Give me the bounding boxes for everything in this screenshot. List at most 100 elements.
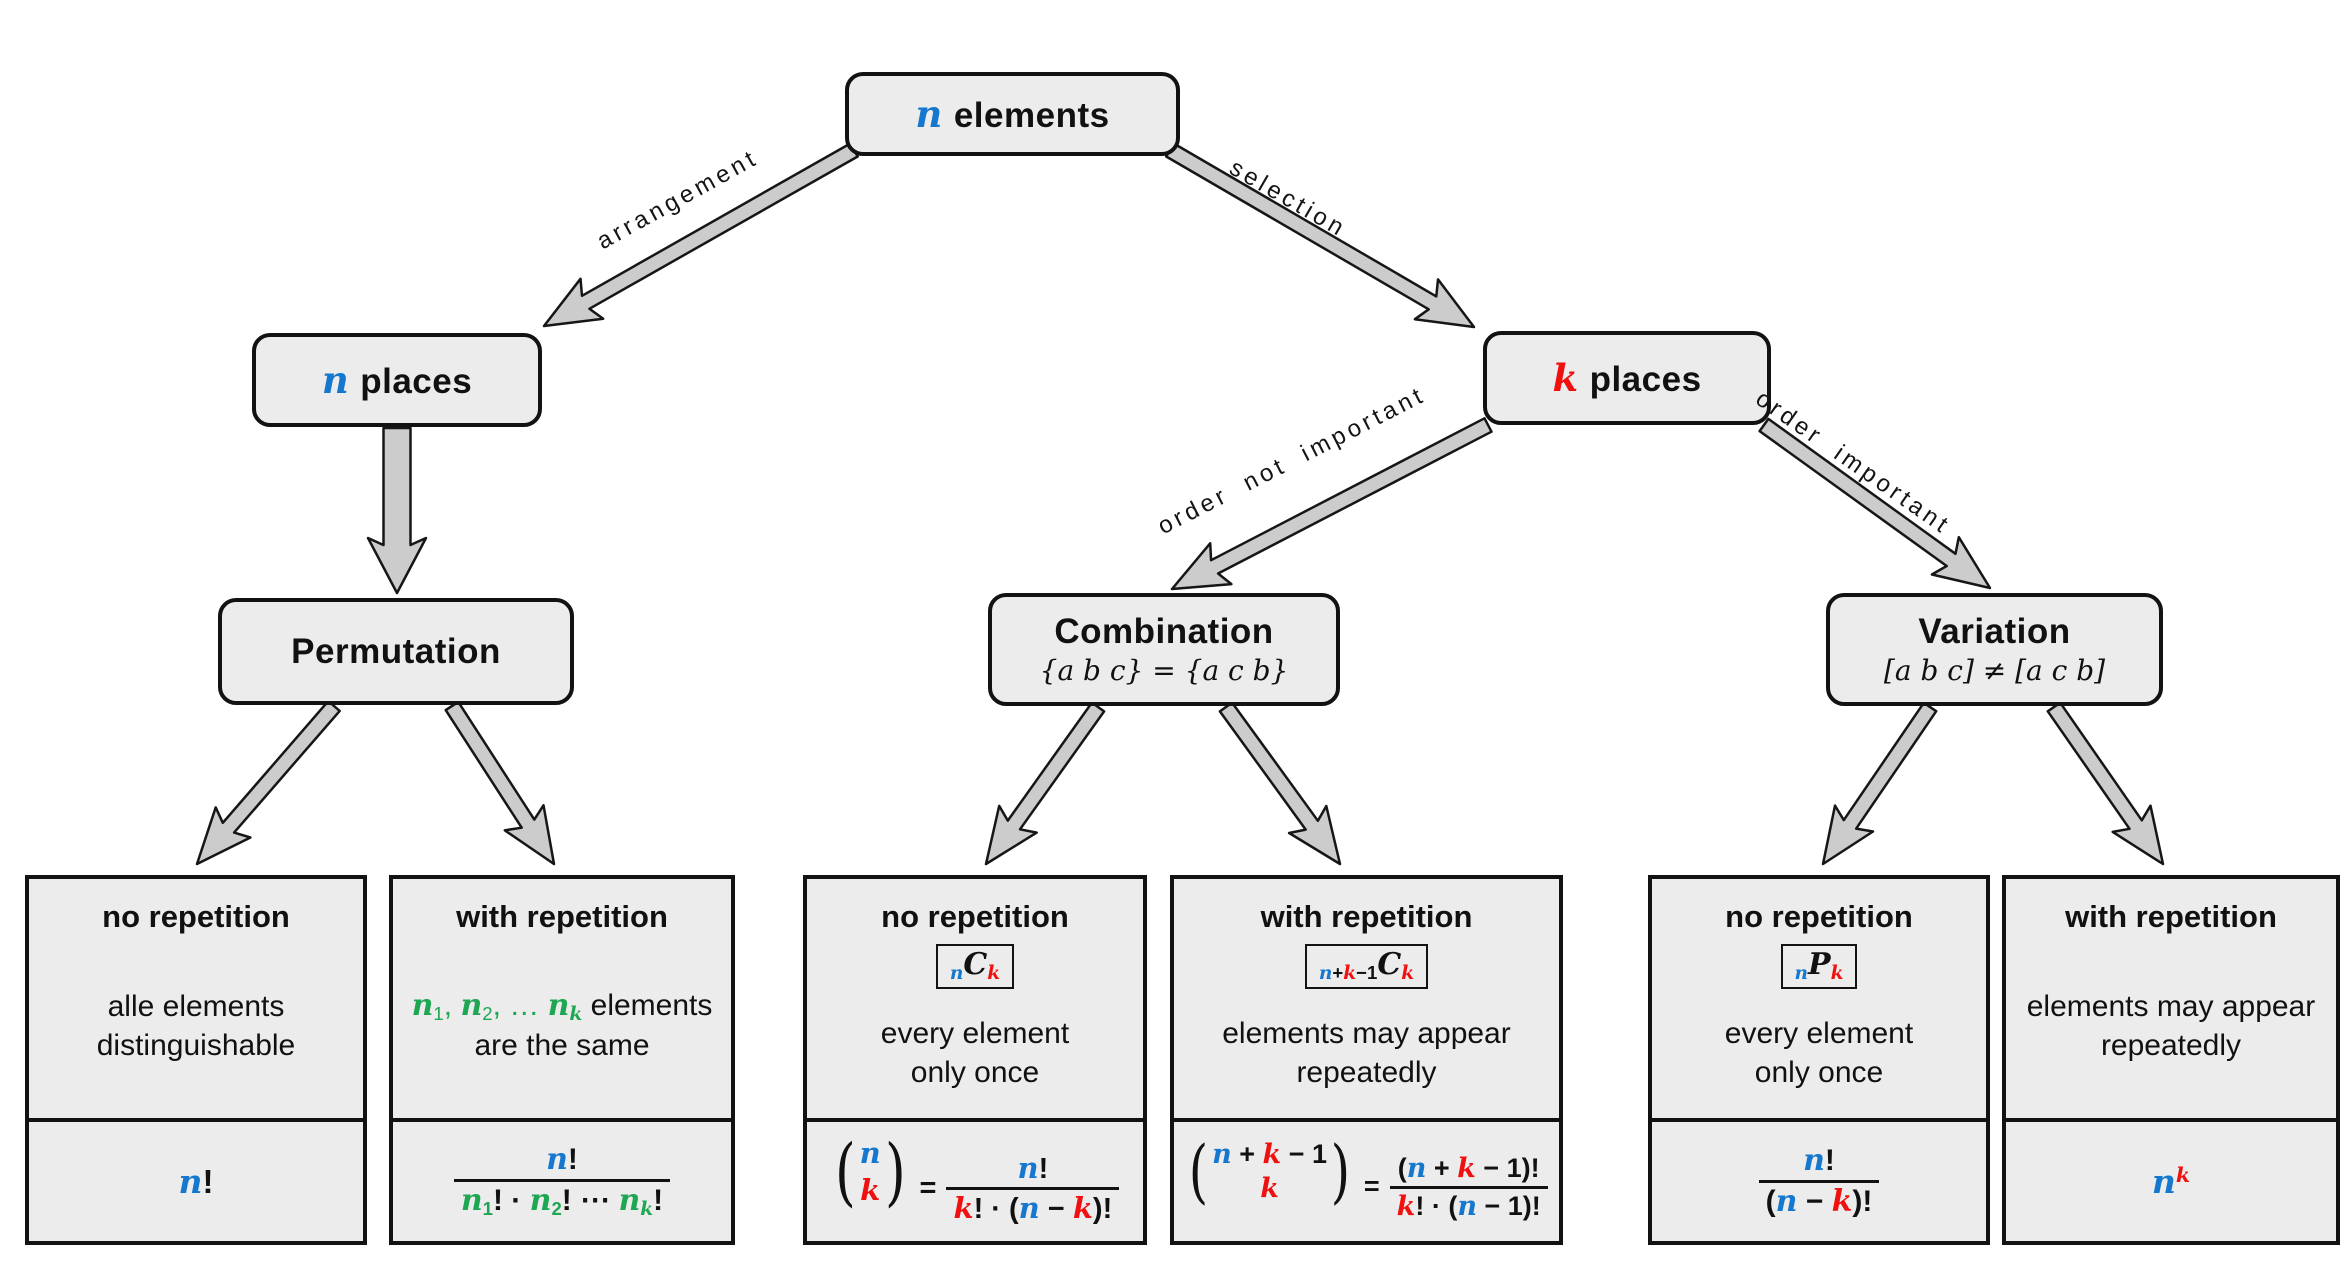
math-fr: n!	[1796, 1142, 1842, 1180]
leaf-title: no repetition	[1725, 899, 1913, 934]
node-subtitle: {a b c} = {a c b}	[1039, 654, 1289, 687]
math-token: n	[529, 1182, 552, 1218]
math-token: n	[178, 1162, 203, 1201]
node-title: Combination	[1054, 612, 1274, 651]
math-token: C	[963, 947, 988, 982]
description-line: repeatedly	[2027, 1027, 2316, 1065]
math-token: !	[202, 1163, 214, 1200]
flow-arrow	[1821, 701, 1938, 866]
math-token: k	[953, 1191, 974, 1226]
math-token: elements may appear	[2026, 990, 2316, 1024]
description-line: n1, n2, … nk elements	[412, 987, 713, 1027]
leaf-top-section: with repetition n+k−1Ck elements may app…	[1174, 879, 1559, 1122]
math-token: 1	[433, 1003, 444, 1025]
flow-arrow	[1218, 701, 1342, 866]
math-token: +	[1332, 962, 1344, 984]
node-label: elements	[953, 96, 1110, 135]
math-token: k	[1262, 1139, 1282, 1171]
flow-arrow	[366, 426, 428, 595]
node-title: Permutation	[291, 631, 501, 671]
math-fr: (n − k)!	[1758, 1180, 1880, 1221]
math-token: )!	[1092, 1193, 1113, 1226]
leaf-combination-no-repetition: no repetition nCk every element only onc…	[803, 875, 1147, 1245]
math-token: k	[987, 963, 1001, 985]
math-token: k	[1401, 963, 1415, 985]
leaf-description: n1, n2, … nk elements are the same	[412, 987, 713, 1065]
node-permutation: Permutation	[218, 598, 574, 705]
math-token: ! · (	[1415, 1191, 1458, 1222]
math-bp: )	[884, 1128, 906, 1215]
math-brow: k	[860, 1172, 880, 1209]
math-token: −	[1797, 1185, 1832, 1218]
leaf-description: alle elements distinguishable	[97, 988, 295, 1065]
math-token: 1	[482, 1197, 493, 1219]
leaf-title: with repetition	[2065, 899, 2277, 934]
math-token: !	[1824, 1144, 1835, 1177]
math-fr: n!	[539, 1141, 585, 1179]
math-token: −	[1039, 1193, 1073, 1226]
math-token: 2	[551, 1197, 562, 1219]
math-brow: n + k − 1	[1212, 1138, 1327, 1172]
leaf-title: with repetition	[456, 899, 668, 934]
math-token: 2	[482, 1003, 493, 1025]
math-eq: =	[1363, 1170, 1380, 1201]
math-token: n	[1018, 1191, 1040, 1226]
leaf-description: every element only once	[1725, 1015, 1913, 1092]
leaf-top-section: with repetition n1, n2, … nk elements ar…	[393, 879, 731, 1122]
leaf-formula: n!n1! · n2! ⋯ nk!	[393, 1122, 731, 1241]
leaf-description: elements may appear repeatedly	[2027, 988, 2316, 1065]
leaf-notation-n+k-1Ck: n+k−1Ck	[1304, 944, 1429, 990]
math-fr: k! · (n − 1)!	[1389, 1186, 1548, 1224]
math-var-n: n	[321, 358, 350, 402]
math-frac: n!(n − k)!	[1758, 1142, 1880, 1221]
math-var-k: k	[1552, 356, 1579, 400]
node-title: Variation	[1918, 612, 2071, 651]
formula: nk	[2152, 1162, 2190, 1201]
description-line: every element	[1725, 1015, 1913, 1053]
edge-label-order-not-important: order not important	[1153, 381, 1431, 540]
math-token: !	[653, 1183, 664, 1217]
leaf-top-section: with repetition elements may appear repe…	[2006, 879, 2336, 1122]
description-line: distinguishable	[97, 1027, 295, 1065]
math-bp: (	[834, 1128, 856, 1215]
math-token: n	[859, 1135, 881, 1170]
math-token: ! ⋯	[561, 1183, 619, 1217]
math-fr: n!	[1010, 1150, 1055, 1188]
leaf-notation-nPk: nPk	[1780, 944, 1858, 990]
math-token: C	[1377, 947, 1402, 982]
math-token: !	[1038, 1152, 1049, 1185]
math-frac: n!k! · (n − k)!	[946, 1150, 1120, 1229]
node-subtitle: [a b c] ≠ [a c b]	[1883, 654, 2106, 687]
flow-arrow	[1758, 417, 1992, 590]
edge-label-arrangement: arrangement	[592, 144, 764, 256]
math-fr: (n + k − 1)!	[1391, 1151, 1547, 1186]
math-bp: (	[1188, 1131, 1209, 1212]
math-token: − 1)!	[1475, 1152, 1540, 1183]
leaf-title: with repetition	[1260, 899, 1473, 934]
leaf-description: every element only once	[881, 1015, 1069, 1092]
math-token: +	[1426, 1152, 1458, 1183]
math-token: k	[860, 1172, 881, 1207]
node-label: places	[1589, 360, 1702, 399]
math-token: n	[546, 1141, 568, 1177]
math-token: k	[1072, 1191, 1093, 1226]
math-token: n	[2151, 1162, 2176, 1201]
node-variation: Variation [a b c] ≠ [a c b]	[1826, 593, 2163, 706]
math-token: ! · (	[973, 1193, 1019, 1226]
math-token: −1	[1356, 962, 1378, 984]
edge-label-order-important: order important	[1750, 385, 1956, 541]
math-token: are the same	[474, 1029, 650, 1063]
flow-arrow	[2046, 701, 2165, 866]
leaf-title: no repetition	[102, 899, 290, 934]
math-token: (	[1765, 1185, 1776, 1218]
math-token: k	[1396, 1191, 1416, 1223]
math-var-n: n	[915, 92, 943, 136]
formula: n!(n − k)!	[1758, 1142, 1880, 1221]
